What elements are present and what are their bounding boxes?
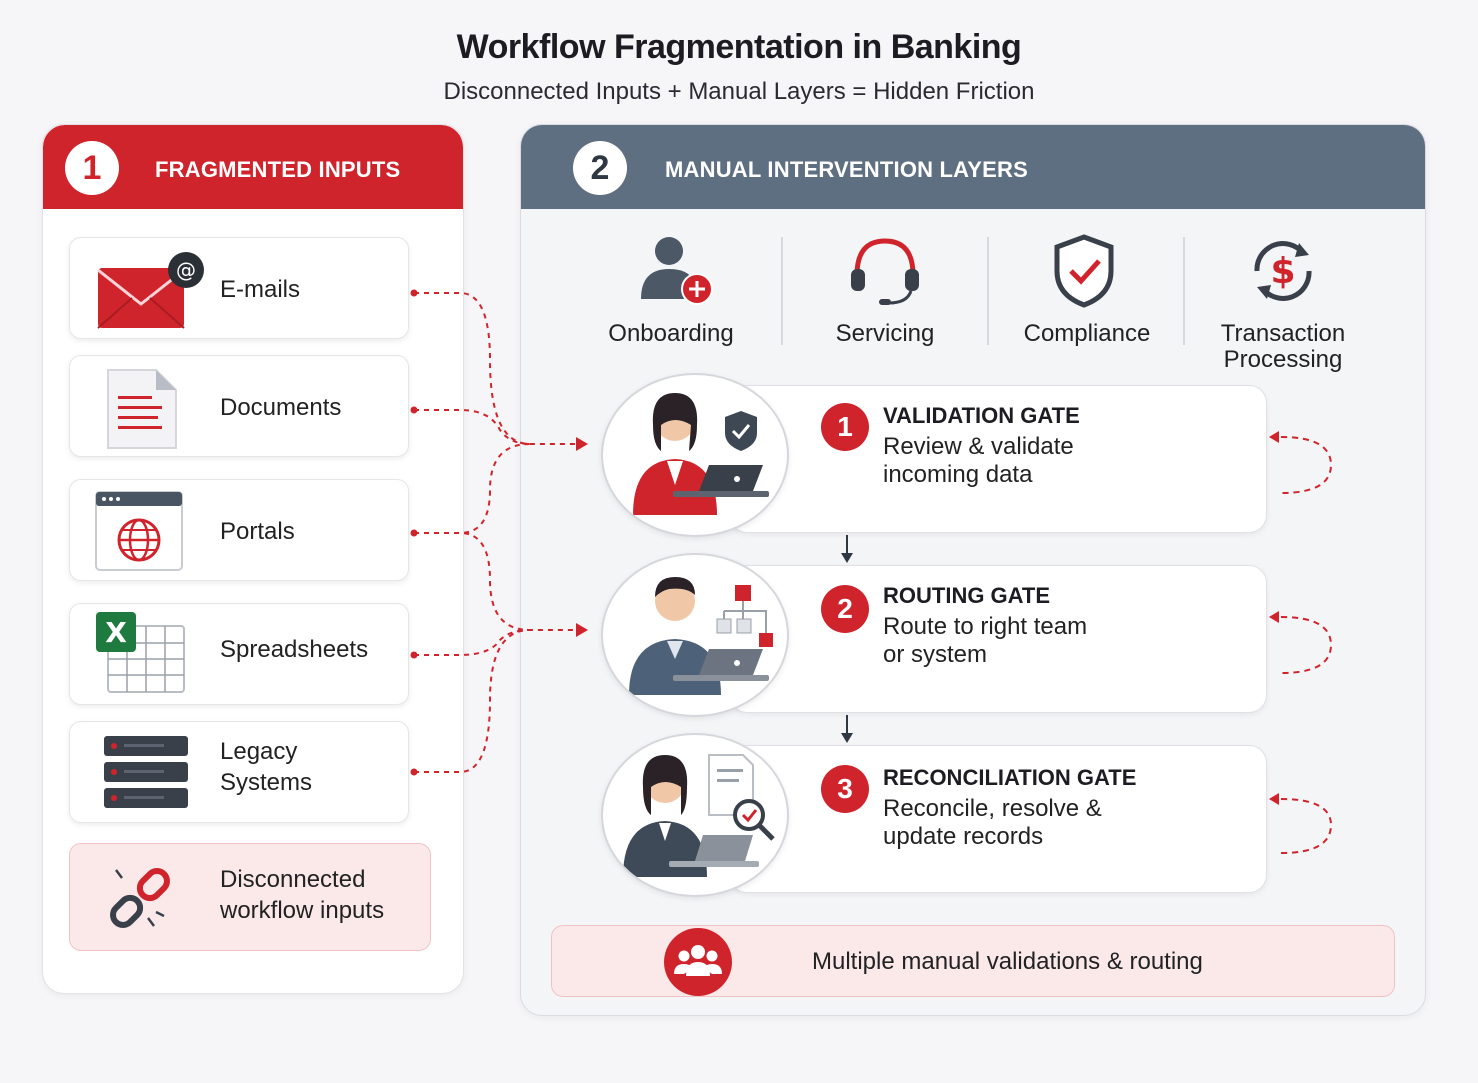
- server-icon: [100, 734, 192, 819]
- input-label-line: Systems: [220, 769, 313, 796]
- svg-text:@: @: [176, 258, 196, 282]
- headset-icon: [847, 235, 923, 316]
- page-title: Workflow Fragmentation in Banking: [456, 28, 1022, 66]
- summary-label: Disconnected workflow inputs: [220, 864, 384, 926]
- panel-header: 1 FRAGMENTED INPUTS: [43, 125, 463, 209]
- gate-number: 3: [821, 765, 869, 813]
- svg-text:$: $: [1270, 251, 1295, 292]
- panel-number: 2: [573, 141, 627, 195]
- gate-description-line: Reconcile, resolve &: [883, 795, 1102, 822]
- category-line: Transaction: [1220, 320, 1346, 347]
- category-line: Processing: [1223, 346, 1343, 373]
- team-icon: [664, 928, 732, 996]
- input-label: Portals: [220, 518, 295, 545]
- summary-line: workflow inputs: [220, 897, 385, 924]
- input-label-line: Legacy: [220, 738, 298, 765]
- input-card-legacy-systems: Legacy Systems: [69, 721, 409, 823]
- input-card-documents: Documents: [69, 355, 409, 457]
- validation-gate-avatar: [601, 373, 789, 537]
- gate-title: RECONCILIATION GATE: [883, 765, 1137, 790]
- gate-number: 2: [821, 585, 869, 633]
- manual-validations-banner: Multiple manual validations & routing: [551, 925, 1395, 997]
- gate-description-line: Route to right team: [883, 613, 1088, 640]
- dollar-cycle-icon: $: [1245, 231, 1321, 316]
- gate-flow-arrows: [841, 431, 1333, 854]
- gate-description: Reconcile, resolve & update records: [883, 795, 1183, 851]
- page-subtitle: Disconnected Inputs + Manual Layers = Hi…: [443, 78, 1035, 105]
- gate-description-line: Review & validate: [883, 433, 1074, 460]
- shield-check-icon: [1051, 233, 1117, 314]
- input-label: Spreadsheets: [220, 636, 369, 663]
- category-divider: [1183, 237, 1185, 345]
- category-transaction-processing: Transaction Processing: [1197, 321, 1369, 373]
- gate-title: ROUTING GATE: [883, 583, 1051, 608]
- gate-description: Route to right team or system: [883, 613, 1183, 669]
- gate-number: 1: [821, 403, 869, 451]
- input-label: E-mails: [220, 276, 301, 303]
- summary-line: Disconnected: [220, 866, 366, 893]
- routing-gate-avatar: [601, 553, 789, 717]
- disconnected-summary-card: Disconnected workflow inputs: [69, 843, 431, 951]
- reconciliation-gate-card: [729, 745, 1267, 893]
- category-divider: [987, 237, 989, 345]
- broken-link-icon: [98, 856, 182, 945]
- manual-intervention-panel: 2 MANUAL INTERVENTION LAYERS: [520, 124, 1426, 1016]
- gate-description-line: update records: [883, 823, 1044, 850]
- fragmented-inputs-panel: 1 FRAGMENTED INPUTS @ E-mails: [42, 124, 464, 994]
- validation-gate-card: [729, 385, 1267, 533]
- document-icon: [104, 368, 184, 455]
- category-divider: [781, 237, 783, 345]
- panel-heading: MANUAL INTERVENTION LAYERS: [665, 157, 1028, 182]
- gate-description-line: incoming data: [883, 461, 1033, 488]
- spreadsheet-icon: X: [94, 610, 190, 701]
- category-compliance: Compliance: [1023, 320, 1151, 347]
- portal-globe-icon: [94, 490, 186, 579]
- svg-text:X: X: [105, 616, 127, 649]
- panel-header: 2 MANUAL INTERVENTION LAYERS: [521, 125, 1425, 209]
- gate-description-line: or system: [883, 641, 988, 668]
- input-card-spreadsheets: X Spreadsheets: [69, 603, 409, 705]
- banner-label: Multiple manual validations & routing: [812, 948, 1203, 975]
- category-servicing: Servicing: [835, 320, 935, 347]
- gate-description: Review & validate incoming data: [883, 433, 1183, 489]
- input-label: Documents: [220, 394, 342, 421]
- routing-gate-card: [729, 565, 1267, 713]
- reconciliation-gate-avatar: [601, 733, 789, 897]
- panel-number: 1: [65, 141, 119, 195]
- input-label: Legacy Systems: [220, 736, 312, 798]
- input-card-portals: Portals: [69, 479, 409, 581]
- email-icon: @: [94, 248, 214, 339]
- user-add-icon: [639, 235, 715, 312]
- gate-title: VALIDATION GATE: [883, 403, 1080, 428]
- input-card-emails: @ E-mails: [69, 237, 409, 339]
- panel-heading: FRAGMENTED INPUTS: [155, 157, 401, 182]
- category-onboarding: Onboarding: [608, 320, 734, 347]
